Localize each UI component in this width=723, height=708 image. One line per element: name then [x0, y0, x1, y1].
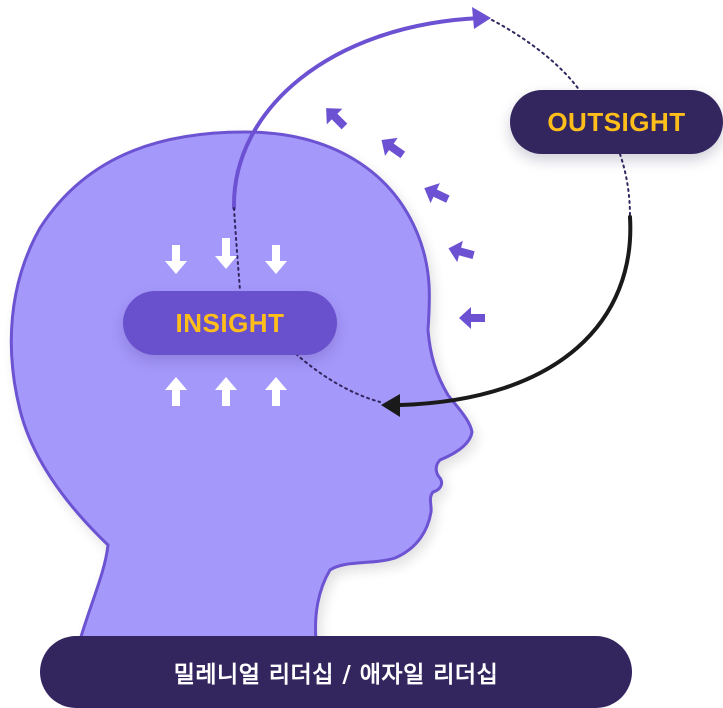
arrow-icon [424, 183, 450, 204]
loop-dotted-upper [233, 207, 241, 291]
arrow-icon [459, 307, 485, 329]
insight-arrows-up [165, 377, 287, 406]
arrow-icon [381, 137, 406, 159]
arrow-icon [265, 377, 287, 406]
arrow-icon [215, 238, 237, 269]
loop-dotted-right-upper [491, 19, 583, 95]
arrow-icon [326, 108, 348, 130]
insight-label: INSIGHT [123, 291, 337, 355]
arrow-icon [165, 245, 187, 274]
insight-arrows-down [165, 238, 287, 274]
arrowhead-icon [472, 7, 491, 29]
outsight-label: OUTSIGHT [510, 90, 723, 154]
caption-banner: 밀레니얼 리더십 / 애자일 리더십 [40, 636, 632, 708]
arrow-icon [165, 377, 187, 406]
loop-dotted-right-lower [619, 153, 631, 218]
arrow-icon [448, 240, 475, 263]
loop-black-arc [398, 215, 633, 407]
loop-dotted-lower [295, 353, 381, 403]
outsight-arrows [326, 108, 485, 329]
loop-purple-arc [231, 16, 482, 210]
arrow-icon [265, 245, 287, 274]
head-silhouette [9, 130, 474, 642]
arrowhead-icon [381, 394, 400, 417]
arrow-icon [215, 377, 237, 406]
